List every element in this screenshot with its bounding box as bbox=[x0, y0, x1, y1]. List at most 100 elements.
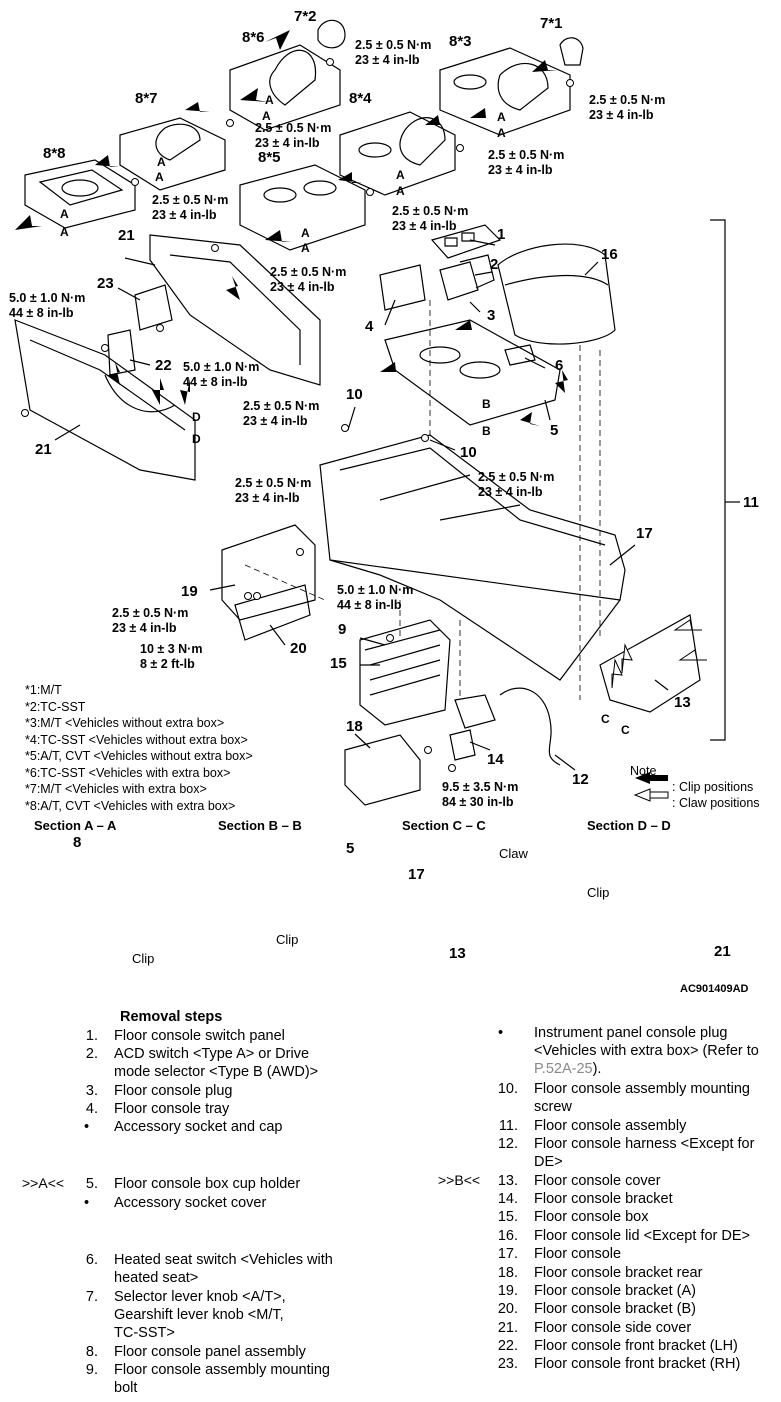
callout-3: 3 bbox=[487, 307, 496, 324]
callout-23: 23 bbox=[97, 275, 114, 292]
callout-11: 11 bbox=[743, 494, 759, 511]
callout-9: 9 bbox=[338, 621, 347, 638]
footnote: *6:TC-SST <Vehicles with extra box> bbox=[25, 765, 231, 780]
section-marker-c: C bbox=[601, 712, 610, 726]
callout-16: 16 bbox=[601, 246, 618, 263]
callout-12: 12 bbox=[572, 771, 589, 788]
callout-13: 13 bbox=[674, 694, 691, 711]
figure-id: AC901409AD bbox=[680, 983, 749, 995]
section-marker-a: A bbox=[301, 241, 310, 255]
callout-21: 21 bbox=[118, 227, 135, 244]
section-cc-label: Claw bbox=[499, 846, 528, 861]
section-dd-label: Clip bbox=[587, 885, 610, 900]
callout-20: 20 bbox=[290, 640, 307, 657]
section-cc-num: 17 bbox=[408, 866, 425, 883]
callout-8-4: 8*4 bbox=[349, 90, 372, 107]
legend-title: Note bbox=[630, 764, 657, 778]
section-dd-num: 21 bbox=[714, 943, 731, 960]
section-marker-a: A bbox=[60, 225, 69, 239]
section-cc-num: 13 bbox=[449, 945, 466, 962]
section-aa-label: Clip bbox=[132, 951, 155, 966]
section-marker-c: C bbox=[621, 723, 630, 737]
procedure-marker-a: >>A<< bbox=[22, 1175, 65, 1191]
callout-14: 14 bbox=[487, 751, 504, 768]
callout-1: 1 bbox=[497, 226, 506, 243]
removal-step: 7. Selector lever knob <A/T>, Gearshift … bbox=[85, 1289, 286, 1341]
removal-title: Removal steps bbox=[120, 1009, 223, 1025]
section-marker-a: A bbox=[60, 207, 69, 221]
footnote: *3:M/T <Vehicles without extra box> bbox=[25, 716, 225, 730]
section-marker-a: A bbox=[155, 170, 164, 184]
callout-17: 17 bbox=[636, 525, 653, 542]
footnote: *7:M/T <Vehicles with extra box> bbox=[25, 782, 207, 796]
callout-4: 4 bbox=[365, 318, 374, 335]
section-bb-label: Clip bbox=[276, 932, 299, 947]
legend-clip: : Clip positions bbox=[672, 780, 754, 794]
callout-22: 22 bbox=[155, 357, 172, 374]
footnote: *5:A/T, CVT <Vehicles without extra box> bbox=[25, 749, 253, 763]
section-marker-a: A bbox=[497, 126, 506, 140]
section-bb-title: Section B – B bbox=[218, 818, 302, 833]
removal-step: • Instrument panel console plug <Vehicle… bbox=[498, 1025, 759, 1077]
section-marker-a: A bbox=[396, 168, 405, 182]
section-aa-title: Section A – A bbox=[34, 818, 117, 833]
footnote: *4:TC-SST <Vehicles without extra box> bbox=[25, 732, 248, 747]
callout-8-8: 8*8 bbox=[43, 145, 66, 162]
section-marker-b: B bbox=[482, 397, 491, 411]
removal-step: 9. Floor console assembly mounting bolt bbox=[85, 1362, 330, 1396]
section-marker-a: A bbox=[396, 184, 405, 198]
removal-step: 12. Floor console harness <Except for DE… bbox=[497, 1136, 755, 1170]
section-dd-title: Section D – D bbox=[587, 818, 671, 833]
section-marker-a: A bbox=[262, 109, 271, 123]
removal-step: 6. Heated seat switch <Vehicles with hea… bbox=[85, 1252, 333, 1286]
section-aa-num: 8 bbox=[73, 834, 82, 851]
callout-18: 18 bbox=[346, 718, 363, 735]
legend-claw: : Claw positions bbox=[672, 796, 760, 810]
section-cc-title: Section C – C bbox=[402, 818, 486, 833]
footnotes: *1:M/T *2:TC-SST *3:M/T <Vehicles withou… bbox=[25, 682, 253, 814]
section-marker-b: B bbox=[482, 424, 491, 438]
callout-7-1: 7*1 bbox=[540, 15, 563, 32]
section-marker-d: D bbox=[192, 432, 201, 446]
callout-8-5: 8*5 bbox=[258, 149, 281, 166]
section-marker-d: D bbox=[192, 410, 201, 424]
callout-2: 2 bbox=[490, 256, 499, 273]
callout-8-3: 8*3 bbox=[449, 33, 472, 50]
callout-19: 19 bbox=[181, 583, 198, 600]
callout-21: 21 bbox=[35, 441, 52, 458]
footnote: *2:TC-SST bbox=[25, 699, 86, 714]
reference-link[interactable]: P.52A-25 bbox=[534, 1061, 593, 1077]
section-marker-a: A bbox=[157, 155, 166, 169]
procedure-marker-b: >>B<< bbox=[438, 1172, 481, 1188]
footnote: *8:A/T, CVT <Vehicles with extra box> bbox=[25, 798, 236, 813]
callout-7-2: 7*2 bbox=[294, 8, 317, 25]
section-marker-a: A bbox=[265, 93, 274, 107]
removal-step: 2. ACD switch <Type A> or Drive mode sel… bbox=[85, 1046, 319, 1080]
callout-15: 15 bbox=[330, 655, 347, 672]
callout-6: 6 bbox=[555, 357, 564, 374]
removal-step: 10. Floor console assembly mounting scre… bbox=[497, 1081, 750, 1115]
callout-8-6: 8*6 bbox=[242, 29, 265, 46]
footnote: *1:M/T bbox=[25, 683, 62, 697]
section-marker-a: A bbox=[301, 226, 310, 240]
section-marker-a: A bbox=[497, 110, 506, 124]
callout-8-7: 8*7 bbox=[135, 90, 158, 107]
callout-10: 10 bbox=[460, 444, 477, 461]
callout-5: 5 bbox=[550, 422, 559, 439]
